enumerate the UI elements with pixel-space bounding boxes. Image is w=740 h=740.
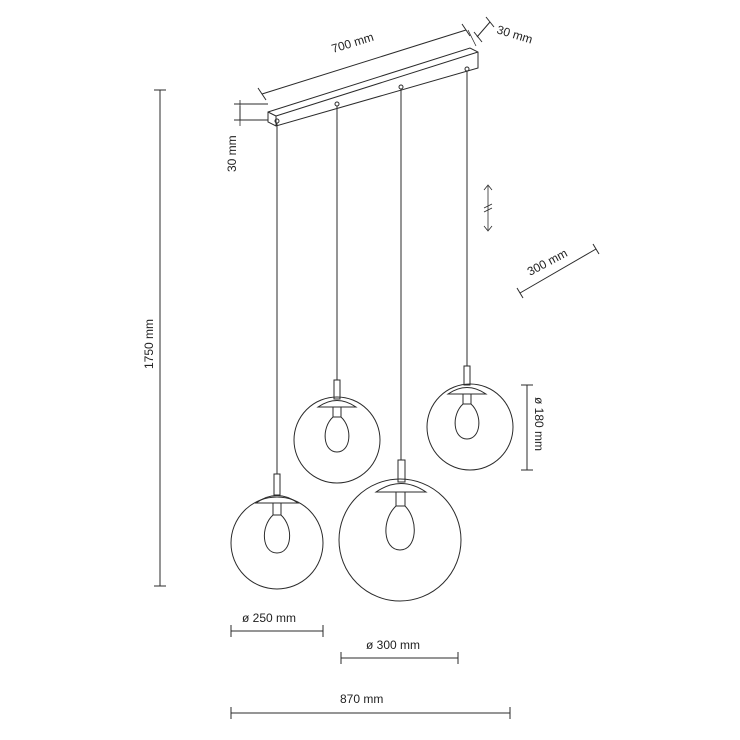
globe-small-left: [293, 379, 381, 484]
bar-width-label: 30 mm: [495, 22, 534, 46]
small-globe-diameter-label: ø 180 mm: [532, 397, 546, 451]
small-globe-diameter-dimension: [521, 384, 533, 471]
globe-large: [338, 459, 462, 602]
total-width-label: 870 mm: [340, 692, 383, 706]
large-globe-diameter-dimension: [340, 652, 459, 664]
cords: [276, 71, 468, 474]
bar-width-dimension: [473, 16, 495, 43]
total-width-dimension: [230, 707, 511, 719]
medium-globe-diameter-label: ø 250 mm: [242, 611, 296, 625]
bar-height-label: 30 mm: [225, 135, 239, 172]
total-height-label: 1750 mm: [142, 319, 156, 369]
adjustable-length-icon: [483, 184, 493, 232]
bar-length-label: 700 mm: [330, 30, 376, 56]
bar-height-dimension: [234, 100, 268, 126]
globe-medium: [230, 473, 324, 590]
globe-small-right: [426, 365, 514, 471]
medium-globe-diameter-dimension: [230, 625, 324, 637]
total-height-dimension: [154, 89, 166, 587]
large-globe-diameter-label: ø 300 mm: [366, 638, 420, 652]
depth-dimension: [516, 243, 600, 299]
depth-label: 300 mm: [525, 246, 570, 279]
bar-length-dimension: [257, 23, 477, 101]
